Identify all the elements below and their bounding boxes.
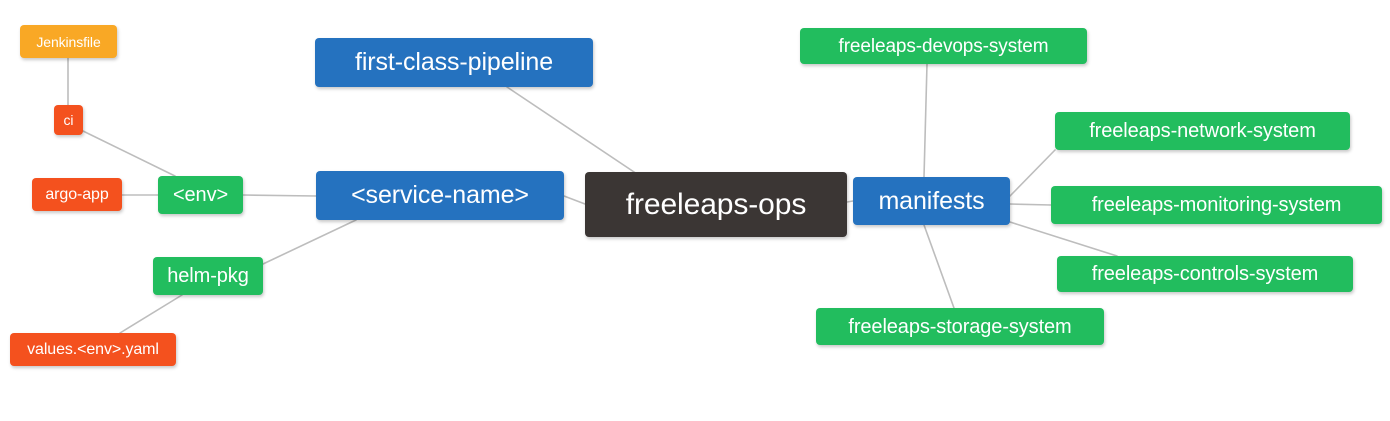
edge-freeleaps-ops-to-first-class-pipeline [506,86,641,177]
node-ci[interactable]: ci [54,105,83,135]
node-label-freeleaps-ops: freeleaps-ops [625,187,807,221]
node-label-first-class-pipeline: first-class-pipeline [354,48,554,76]
node-label-freeleaps-monitoring-system: freeleaps-monitoring-system [1091,194,1342,216]
node-helm-pkg[interactable]: helm-pkg [153,257,263,295]
node-label-ci: ci [63,112,74,128]
node-service-name[interactable]: <service-name> [316,171,564,220]
node-freeleaps-monitoring-system[interactable]: freeleaps-monitoring-system [1051,186,1382,224]
edge-service-name-to-env [242,194,317,197]
edge-manifests-to-freeleaps-devops-system [923,63,928,178]
edge-service-name-to-helm-pkg [262,219,357,265]
node-label-freeleaps-network-system: freeleaps-network-system [1089,120,1316,142]
node-label-freeleaps-controls-system: freeleaps-controls-system [1091,263,1319,285]
node-label-helm-pkg: helm-pkg [167,265,249,287]
node-freeleaps-devops-system[interactable]: freeleaps-devops-system [800,28,1087,64]
node-argo-app[interactable]: argo-app [32,178,122,211]
node-label-values-env-yaml: values.<env>.yaml [27,340,159,358]
edge-helm-pkg-to-values-env-yaml [119,294,183,334]
edge-freeleaps-ops-to-service-name [563,195,586,205]
node-label-freeleaps-storage-system: freeleaps-storage-system [848,315,1072,338]
edge-manifests-to-freeleaps-network-system [1009,149,1056,197]
edge-manifests-to-freeleaps-controls-system [1009,221,1118,257]
edge-manifests-to-freeleaps-monitoring-system [1009,203,1052,206]
node-label-argo-app: argo-app [45,185,109,203]
node-values-env-yaml[interactable]: values.<env>.yaml [10,333,176,366]
node-label-env: <env> [172,184,229,206]
node-freeleaps-ops[interactable]: freeleaps-ops [585,172,847,237]
node-freeleaps-controls-system[interactable]: freeleaps-controls-system [1057,256,1353,292]
node-env[interactable]: <env> [158,176,243,214]
node-freeleaps-network-system[interactable]: freeleaps-network-system [1055,112,1350,150]
node-first-class-pipeline[interactable]: first-class-pipeline [315,38,593,87]
node-label-jenkinsfile: Jenkinsfile [36,33,101,50]
node-manifests[interactable]: manifests [853,177,1010,225]
node-label-freeleaps-devops-system: freeleaps-devops-system [838,35,1049,57]
node-label-manifests: manifests [878,186,985,215]
node-label-service-name: <service-name> [351,181,529,209]
edge-manifests-to-freeleaps-storage-system [923,224,955,309]
node-freeleaps-storage-system[interactable]: freeleaps-storage-system [816,308,1104,345]
edge-env-to-ci [82,130,176,177]
node-jenkinsfile[interactable]: Jenkinsfile [20,25,117,58]
